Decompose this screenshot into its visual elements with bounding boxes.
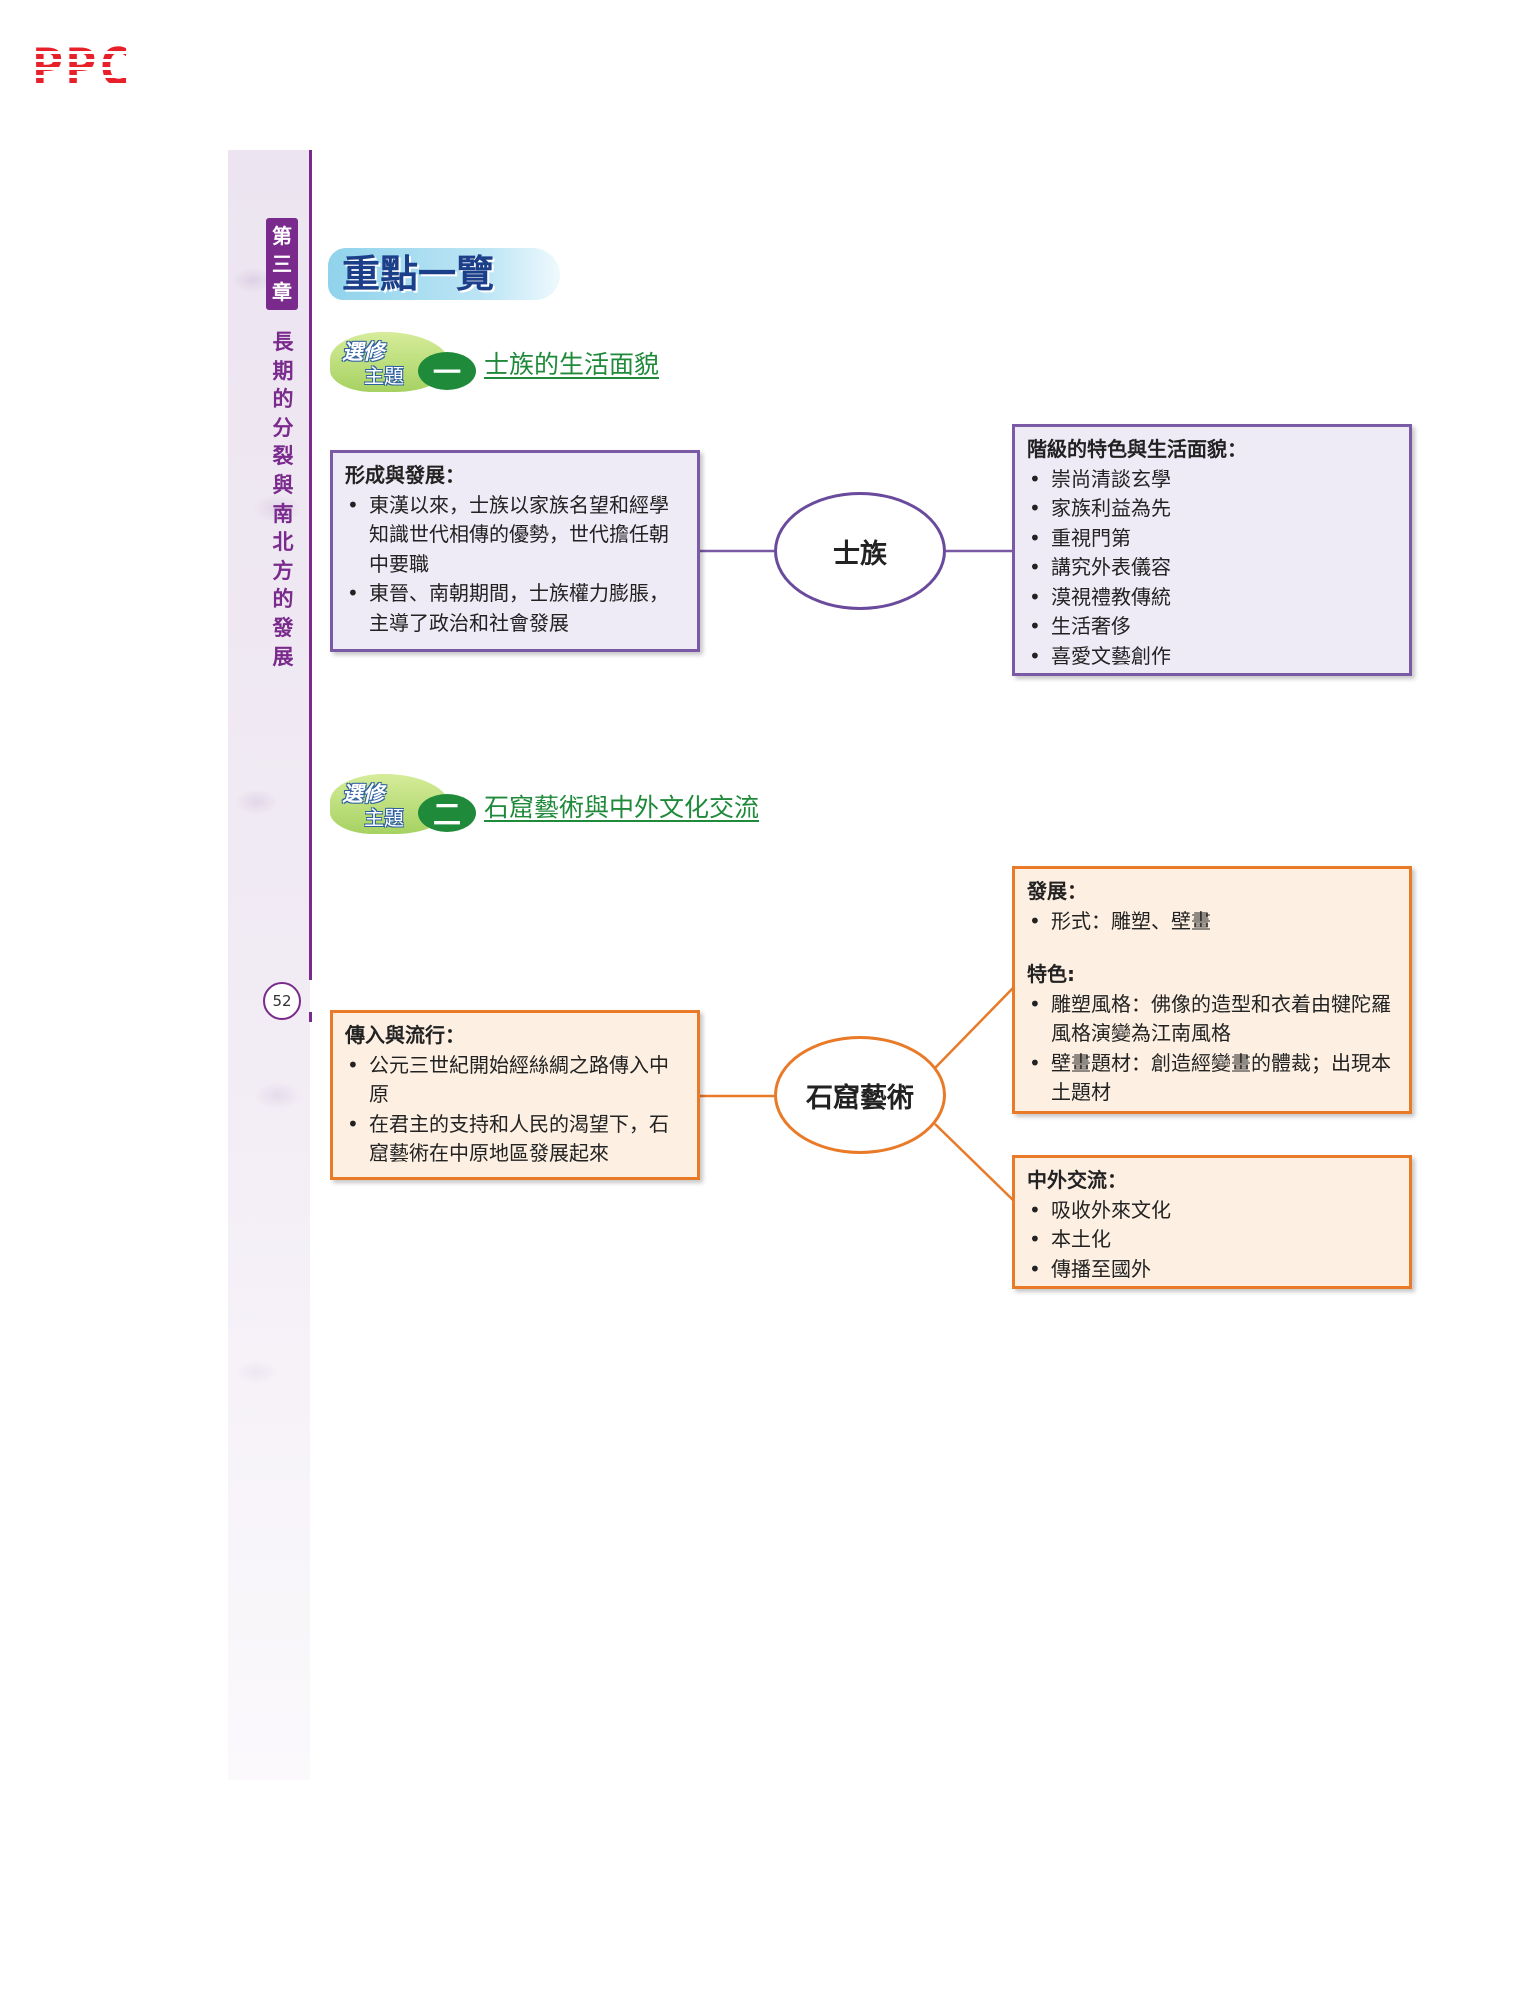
list-item: 東漢以來，士族以家族名望和經學知識世代相傳的優勢，世代擔任朝中要職 [345,491,685,580]
list-item: 生活奢侈 [1027,612,1397,642]
topic2-right-top-box: 發展： 形式：雕塑、壁畫 特色: 雕塑風格：佛像的造型和衣着由犍陀羅風格演變為江… [1012,866,1412,1114]
list-item: 公元三世紀開始經絲綢之路傳入中原 [345,1051,685,1110]
list-item: 家族利益為先 [1027,494,1397,524]
list-item: 東晉、南朝期間，士族權力膨脹，主導了政治和社會發展 [345,579,685,638]
sidebar-divider-line [309,150,312,980]
chapter-label-char-3: 章 [272,280,292,304]
list-item: 講究外表儀容 [1027,553,1397,583]
list-item: 本土化 [1027,1225,1397,1255]
topic2-features-list: 雕塑風格：佛像的造型和衣着由犍陀羅風格演變為江南風格 壁畫題材：創造經變畫的體裁… [1027,990,1397,1108]
topic1-left-box-title: 形成與發展： [345,463,465,487]
topic1-title: 士族的生活面貌 [484,350,660,379]
topic1-badge-line1: 選修 [342,340,384,364]
topic2-title: 石窟藝術與中外文化交流 [484,793,760,822]
topic2-badge-line2: 主題 [364,806,404,830]
chapter-title: 長期的分裂與南北方的發展 [272,329,294,669]
list-item: 漠視禮教傳統 [1027,583,1397,613]
list-item: 壁畫題材：創造經變畫的體裁；出現本土題材 [1027,1049,1397,1108]
topic2-development-title: 發展： [1027,879,1087,903]
topic1-badge-line2: 主題 [364,364,404,388]
topic1-right-box-list: 崇尚清談玄學 家族利益為先 重視門第 講究外表儀容 漠視禮教傳統 生活奢侈 喜愛… [1027,465,1397,672]
page-heading-banner: 重點一覽 [328,248,560,300]
topic2-left-box-title: 傳入與流行： [345,1023,465,1047]
topic2-right-bottom-box: 中外交流： 吸收外來文化 本土化 傳播至國外 [1012,1155,1412,1289]
list-item: 形式：雕塑、壁畫 [1027,907,1397,937]
list-item: 在君主的支持和人民的渴望下，石窟藝術在中原地區發展起來 [345,1110,685,1169]
topic1-number: 一 [418,352,476,390]
chapter-label-tab: 第 三 章 [266,218,298,310]
topic2-center-node: 石窟藝術 [774,1036,946,1154]
topic2-left-box-list: 公元三世紀開始經絲綢之路傳入中原 在君主的支持和人民的渴望下，石窟藝術在中原地區… [345,1051,685,1169]
list-item: 吸收外來文化 [1027,1196,1397,1226]
topic1-left-box-list: 東漢以來，士族以家族名望和經學知識世代相傳的優勢，世代擔任朝中要職 東晉、南朝期… [345,491,685,639]
topic2-left-box: 傳入與流行： 公元三世紀開始經絲綢之路傳入中原 在君主的支持和人民的渴望下，石窟… [330,1010,700,1180]
page-heading: 重點一覽 [342,252,495,296]
list-item: 傳播至國外 [1027,1255,1397,1285]
topic1-right-box: 階級的特色與生活面貌： 崇尚清談玄學 家族利益為先 重視門第 講究外表儀容 漠視… [1012,424,1412,676]
topic2-features-title: 特色: [1027,962,1075,986]
topic2-lower-connector [934,1123,1014,1201]
topic2-exchange-title: 中外交流： [1027,1168,1127,1192]
topic2-number: 二 [418,794,476,832]
list-item: 重視門第 [1027,524,1397,554]
list-item: 崇尚清談玄學 [1027,465,1397,495]
topic2-badge-line1: 選修 [342,782,384,806]
sidebar-decoration [228,150,310,1780]
chapter-label-char-1: 第 [272,224,292,248]
sidebar-divider-line-lower [309,1012,312,1022]
list-item: 雕塑風格：佛像的造型和衣着由犍陀羅風格演變為江南風格 [1027,990,1397,1049]
page-number: 52 [263,982,301,1020]
topic1-left-box: 形成與發展： 東漢以來，士族以家族名望和經學知識世代相傳的優勢，世代擔任朝中要職… [330,450,700,652]
list-item: 喜愛文藝創作 [1027,642,1397,672]
topic1-center-node: 士族 [774,492,946,610]
topic2-upper-connector [934,987,1014,1069]
topic2-exchange-list: 吸收外來文化 本土化 傳播至國外 [1027,1196,1397,1285]
topic2-development-list: 形式：雕塑、壁畫 [1027,907,1397,937]
chapter-label-char-2: 三 [272,252,292,276]
section-gap [1027,936,1397,960]
topic1-right-box-title: 階級的特色與生活面貌： [1027,437,1247,461]
publisher-logo: PPC [32,38,132,98]
